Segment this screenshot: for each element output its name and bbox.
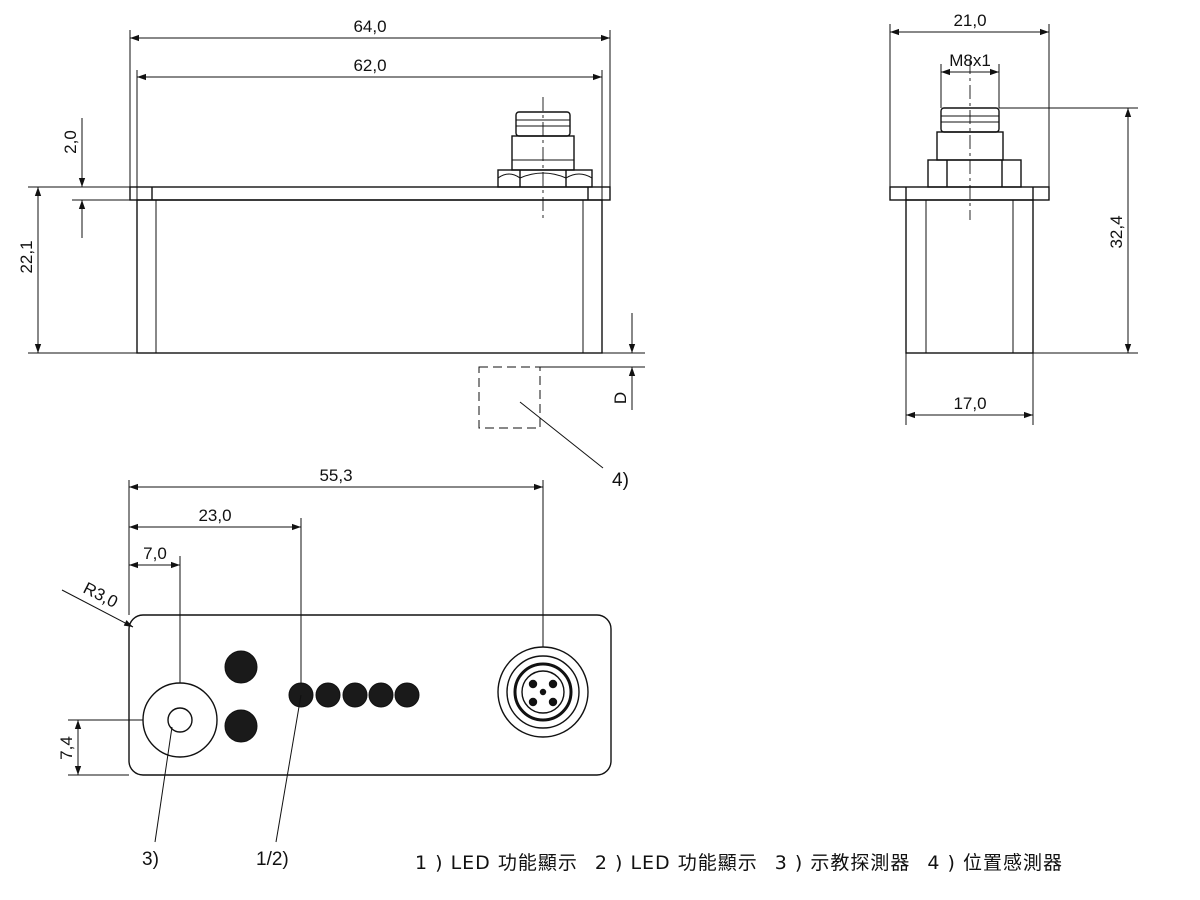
dim-corner-radius: R3,0	[80, 578, 121, 611]
side-nut	[927, 159, 1022, 188]
side-dimensions	[889, 24, 1138, 425]
led-indicator	[342, 682, 368, 708]
legend: 1 ) LED 功能顯示 2 ) LED 功能顯示 3 ) 示教探測器 4 ) …	[415, 848, 1185, 875]
dim-teach-offset: 7,0	[143, 544, 167, 563]
led-indicator	[394, 682, 420, 708]
top-housing	[128, 614, 612, 776]
side-connector-head	[940, 107, 1000, 133]
dim-connector-offset: 55,3	[319, 466, 352, 485]
dim-thread: M8x1	[949, 51, 991, 70]
side-housing	[905, 199, 1034, 354]
callout-position-sensor: 4)	[612, 470, 629, 491]
led-indicator	[224, 650, 258, 684]
side-view	[889, 60, 1050, 354]
teach-button-center	[167, 707, 193, 733]
top-dimensions	[61, 480, 544, 843]
front-dimensions	[28, 30, 645, 469]
led-indicator	[315, 682, 341, 708]
dim-overall-height: 32,4	[1107, 215, 1126, 248]
legend-item-4: 4 ) 位置感測器	[927, 852, 1064, 874]
flange-plate	[129, 186, 611, 201]
dim-width-total: 21,0	[953, 11, 986, 30]
callout-led: 1/2)	[256, 849, 289, 870]
top-leds	[224, 650, 420, 743]
dim-height-side: 22,1	[17, 240, 36, 273]
legend-item-2: 2 ) LED 功能顯示	[594, 852, 758, 874]
housing-body	[136, 199, 603, 354]
side-flange	[889, 186, 1050, 201]
callout-teach-probe: 3)	[142, 849, 159, 870]
dim-body-width: 17,0	[953, 394, 986, 413]
dim-overall-length: 64,0	[353, 17, 386, 36]
sensing-zone	[478, 366, 541, 429]
dim-body-length: 62,0	[353, 56, 386, 75]
dim-led-offset: 23,0	[198, 506, 231, 525]
dim-flange-thickness: 2,0	[61, 130, 80, 154]
dim-detection-distance: D	[611, 392, 630, 404]
front-view	[129, 97, 611, 354]
legend-item-1: 1 ) LED 功能顯示	[415, 852, 578, 874]
teach-button-ring	[142, 682, 218, 758]
legend-item-3: 3 ) 示教探測器	[774, 852, 911, 874]
led-indicator	[368, 682, 394, 708]
led-indicator	[224, 709, 258, 743]
dim-teach-height: 7,4	[57, 736, 76, 760]
